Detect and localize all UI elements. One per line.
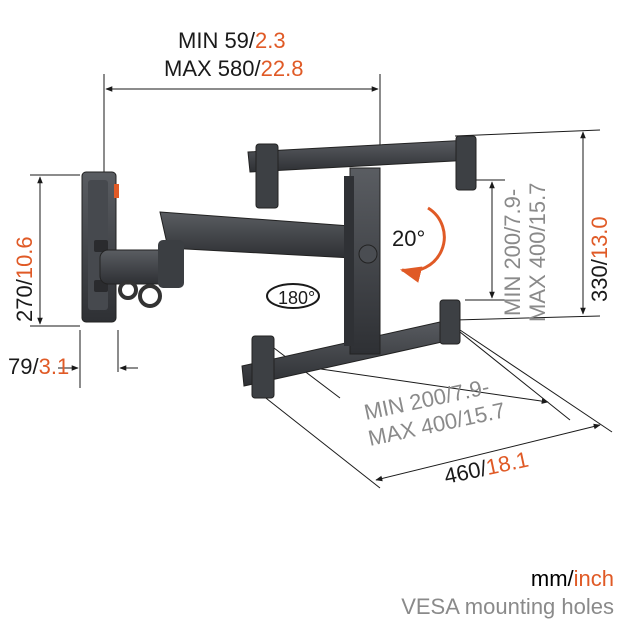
total-height-label: 330/13.0 <box>587 216 612 302</box>
vesa-vertical-line2: MAX 400/15.7 <box>525 183 550 322</box>
tilt-arrow-icon <box>399 206 446 283</box>
unit-inch: inch <box>573 566 614 591</box>
swivel-arrow-icon <box>266 283 320 309</box>
unit-mm: mm/ <box>530 566 574 591</box>
vesa-bracket <box>241 135 477 399</box>
plate-height-label: 270/10.6 <box>12 236 37 322</box>
swivel-label: 180° <box>278 288 315 308</box>
wall-plate <box>81 171 119 323</box>
tilt-indicator: 20° <box>392 206 446 283</box>
depth-min-label: MIN 59/2.3 <box>178 28 286 53</box>
tilt-label: 20° <box>392 226 425 251</box>
dimension-lines <box>30 74 613 489</box>
swivel-indicator: 180° <box>266 283 320 309</box>
plate-width-label: 79/3.1 <box>8 354 69 379</box>
vesa-vertical-line1: MIN 200/7.9- <box>500 189 525 316</box>
plate-accent-tab <box>114 184 119 198</box>
units-legend: mm/inch <box>531 566 614 592</box>
depth-max-label: MAX 580/22.8 <box>164 56 303 81</box>
vesa-legend: VESA mounting holes <box>401 594 614 619</box>
